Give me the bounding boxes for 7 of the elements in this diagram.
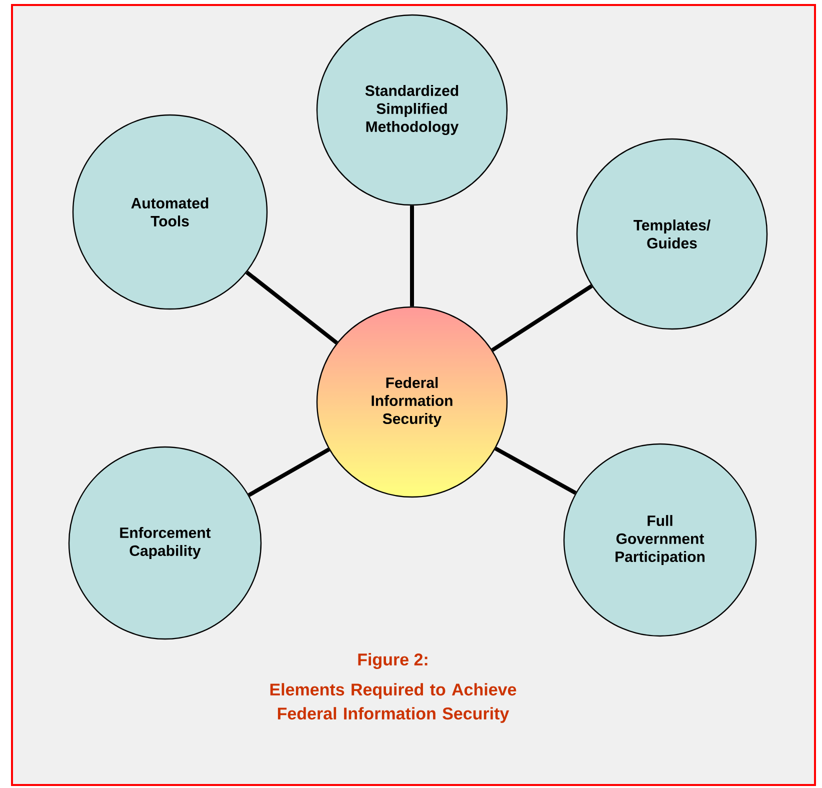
connector-line bbox=[410, 206, 414, 306]
figure-caption: Elements Required to Achieve Federal Information Security bbox=[270, 683, 516, 723]
figure-title: Figure 2: bbox=[358, 653, 428, 669]
connector-line bbox=[491, 284, 593, 352]
connector-line bbox=[248, 448, 330, 497]
connector-line bbox=[494, 446, 577, 495]
connector-line bbox=[246, 270, 338, 345]
